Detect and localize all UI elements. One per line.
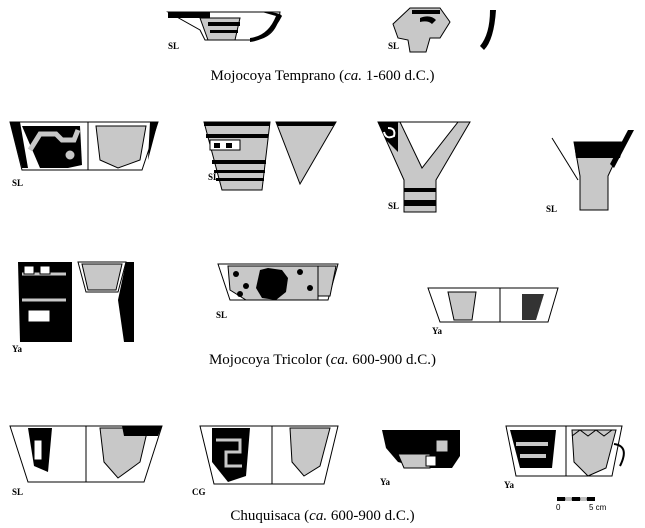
label: SL [168, 41, 179, 51]
sherd-r3-1 [18, 261, 134, 342]
label: SL [388, 201, 399, 211]
caption-name: Chuquisaca [230, 508, 301, 524]
sherd-r3-3 [427, 287, 559, 323]
caption-mojocoya-temprano: Mojocoya Temprano (ca. 1-600 d.C.) [0, 68, 645, 85]
caption-paren: ( [339, 68, 345, 84]
scale-start: 0 [556, 503, 561, 512]
caption-ca: ca. [330, 352, 349, 368]
scale-end: 5 cm [589, 503, 607, 512]
sherd-r1-2 [392, 7, 496, 53]
label: SL [388, 41, 399, 51]
caption-mojocoya-tricolor: Mojocoya Tricolor (ca. 600-900 d.C.) [0, 352, 645, 369]
label: Ya [432, 326, 443, 336]
label: Ya [12, 344, 23, 354]
label: Ya [504, 480, 515, 490]
caption-range: 1-600 d.C.) [362, 68, 435, 84]
label: CG [192, 487, 206, 497]
caption-name: Mojocoya Tricolor [208, 352, 322, 368]
sherd-r4-4 [505, 425, 625, 477]
label: SL [12, 487, 23, 497]
caption-name: Mojocoya Temprano [210, 68, 336, 84]
sherd-r2-4 [551, 130, 634, 211]
caption-ca: ca. [344, 68, 363, 84]
sherd-r1-1 [166, 11, 282, 42]
scale-bar: 0 5 cm [556, 497, 607, 512]
caption-chuquisaca: Chuquisaca (ca. 600-900 d.C.) [0, 508, 645, 525]
label: SL [216, 310, 227, 320]
caption-paren: ( [304, 508, 310, 524]
sherd-r2-2 [203, 121, 337, 191]
sherd-r3-2 [217, 263, 339, 301]
label: SL [546, 204, 557, 214]
caption-range: 600-900 d.C.) [327, 508, 415, 524]
sherd-r4-1 [9, 425, 163, 483]
sherd-r4-2 [199, 425, 339, 485]
caption-range: 600-900 d.C.) [348, 352, 437, 368]
label: SL [208, 172, 219, 182]
sherd-r2-1 [9, 121, 159, 171]
label: SL [12, 178, 23, 188]
caption-paren: ( [325, 352, 331, 368]
caption-ca: ca. [309, 508, 328, 524]
sherd-r2-3 [377, 121, 471, 213]
sherd-r4-3 [382, 430, 460, 469]
label: Ya [380, 477, 391, 487]
